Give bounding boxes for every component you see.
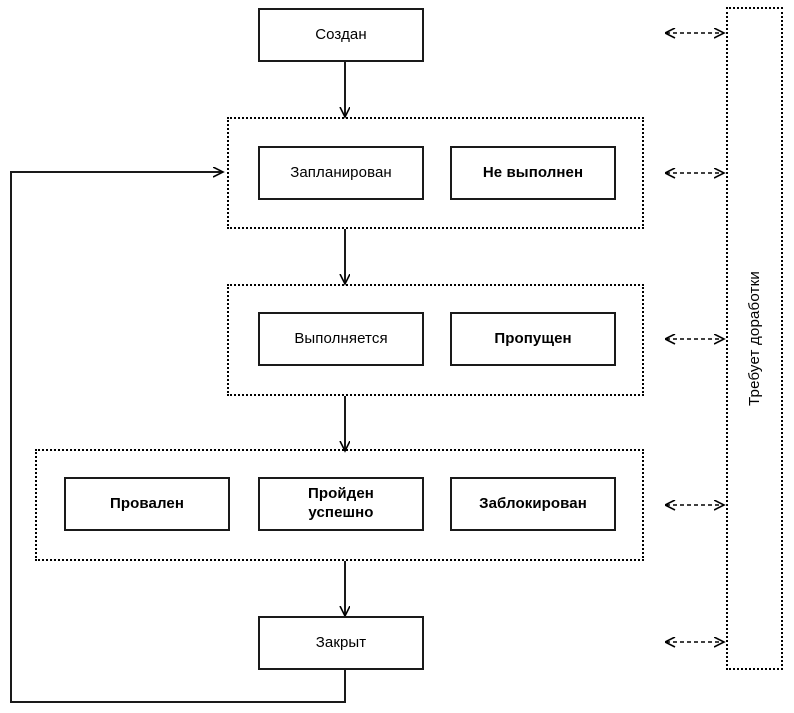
state-box-in-progress[interactable]: Выполняется [258,312,424,366]
state-box-failed[interactable]: Провален [64,477,230,531]
group-running [227,284,644,396]
state-box-created[interactable]: Создан [258,8,424,62]
state-box-skipped[interactable]: Пропущен [450,312,616,366]
state-label-created: Создан [315,25,367,43]
state-box-not-executed[interactable]: Не выполнен [450,146,616,200]
state-label-closed: Закрыт [315,633,367,651]
state-label-failed: Провален [109,494,184,512]
state-box-closed[interactable]: Закрыт [258,616,424,670]
state-box-passed[interactable]: Пройден успешно [258,477,424,531]
state-label-planned: Запланирован [290,163,392,181]
state-label-passed: Пройден успешно [308,485,374,521]
rework-panel[interactable]: Требует доработки [726,7,783,670]
rework-panel-label: Требует доработки [746,271,764,406]
group-results [35,449,644,561]
state-label-in-progress: Выполняется [294,329,388,347]
state-box-planned[interactable]: Запланирован [258,146,424,200]
state-label-skipped: Пропущен [494,329,572,347]
state-box-blocked[interactable]: Заблокирован [450,477,616,531]
state-label-blocked: Заблокирован [479,494,587,512]
group-planned [227,117,644,229]
state-label-not-executed: Не выполнен [482,163,584,181]
